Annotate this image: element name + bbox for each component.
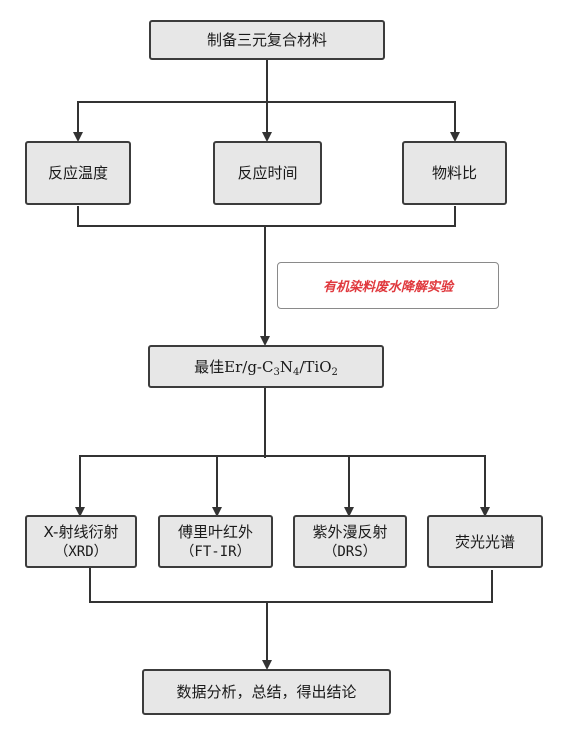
xrd-box: X-射线衍射 （XRD） — [25, 515, 137, 568]
prepare-composite-label: 制备三元复合材料 — [206, 31, 327, 49]
ftir-label: 傅里叶红外 — [177, 522, 253, 541]
fluorescence-box: 荧光光谱 — [427, 515, 543, 568]
optimal-material-label: 最佳Er/g-C3N4/TiO2 — [194, 357, 338, 378]
degradation-experiment-note: 有机染料废水降解实验 — [277, 262, 499, 309]
drs-box: 紫外漫反射 （DRS） — [293, 515, 407, 568]
ftir-box: 傅里叶红外 （FT-IR） — [158, 515, 273, 568]
drs-abbrev: （DRS） — [323, 543, 377, 560]
prepare-composite-box: 制备三元复合材料 — [149, 20, 385, 60]
factor-time-box: 反应时间 — [213, 141, 322, 205]
fluorescence-label: 荧光光谱 — [454, 532, 515, 551]
factor-temperature-label: 反应温度 — [47, 164, 108, 182]
ftir-abbrev: （FT-IR） — [180, 543, 251, 560]
conclusion-box: 数据分析，总结，得出结论 — [142, 669, 391, 715]
conclusion-label: 数据分析，总结，得出结论 — [176, 683, 357, 701]
factor-temperature-box: 反应温度 — [25, 141, 131, 205]
xrd-label: X-射线衍射 — [43, 522, 119, 541]
xrd-abbrev: （XRD） — [54, 543, 108, 560]
degradation-experiment-label: 有机染料废水降解实验 — [322, 280, 453, 295]
factor-ratio-box: 物料比 — [402, 141, 507, 205]
drs-label: 紫外漫反射 — [312, 522, 388, 541]
factor-time-label: 反应时间 — [237, 164, 298, 182]
factor-ratio-label: 物料比 — [431, 164, 477, 182]
optimal-material-box: 最佳Er/g-C3N4/TiO2 — [148, 345, 384, 388]
